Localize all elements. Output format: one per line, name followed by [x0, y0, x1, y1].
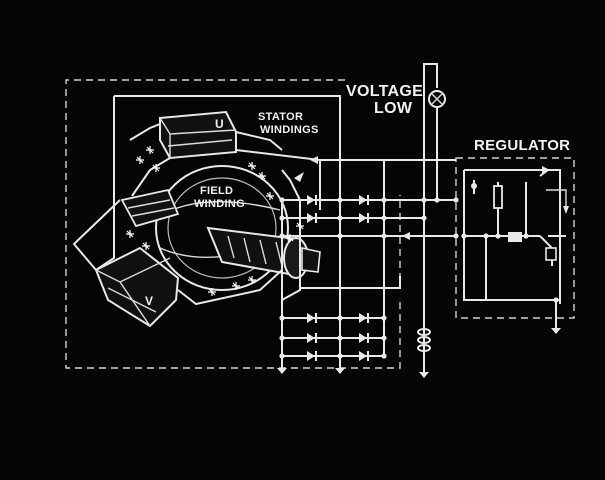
diode-icon [359, 333, 369, 343]
ground-icon [419, 362, 429, 378]
diode-icon [307, 333, 317, 343]
junction-dot [523, 233, 529, 239]
regulator-relay-coil [508, 232, 522, 242]
spark-glint [286, 234, 294, 242]
stator-coil-v [94, 246, 180, 328]
stator-coil-u [159, 110, 237, 160]
junction-dot [421, 197, 427, 203]
junction-dot [453, 233, 459, 239]
spark-glint [258, 172, 266, 180]
junction-dot [337, 233, 343, 239]
current-arrows [294, 156, 410, 240]
junction-dot [279, 215, 285, 221]
junction-dot [279, 233, 285, 239]
coil-u-label: U [215, 117, 224, 131]
field-winding-label-line2: WINDING [194, 198, 245, 210]
junction-dot [381, 233, 387, 239]
regulator-resistor [493, 185, 503, 209]
low-label: LOW [374, 100, 413, 117]
spark-glint [248, 162, 256, 170]
junction-dot [495, 233, 501, 239]
diode-icon [359, 351, 369, 361]
junction-dot [337, 215, 343, 221]
junction-dot [483, 233, 489, 239]
stator-windings-label-line1: STATOR [258, 111, 304, 123]
junction-dot [461, 233, 467, 239]
alternator-enclosure [65, 79, 401, 369]
diode-icon [307, 213, 317, 223]
spark-glint [136, 156, 144, 164]
spark-glint [126, 230, 134, 238]
spark-glint [248, 276, 256, 284]
diodes [307, 195, 369, 361]
voltage-label: VOLTAGE [346, 83, 424, 100]
ground-icon [335, 358, 345, 374]
field-winding-label-line1: FIELD [200, 185, 234, 197]
junction-dot [553, 297, 559, 303]
spark-glint [142, 242, 150, 250]
regulator-enclosure [455, 157, 575, 319]
diode-icon [307, 313, 317, 323]
diode-icon [307, 195, 317, 205]
stator-windings-label-line2: WINDINGS [260, 124, 319, 136]
warning-lamp-circuit [423, 63, 446, 368]
junction-dot [337, 353, 343, 359]
spark-glint [232, 282, 240, 290]
junction-dots [279, 197, 559, 359]
junction-dot [337, 315, 343, 321]
warning-lamp-icon [428, 90, 446, 108]
junction-dot [337, 197, 343, 203]
spark-glint [208, 288, 216, 296]
junction-dot [381, 215, 387, 221]
junction-dot [381, 315, 387, 321]
spark-glint [296, 222, 304, 230]
spark-glint [152, 164, 160, 172]
diode-icon [307, 351, 317, 361]
ground-icon [277, 358, 287, 374]
spark-glint [266, 192, 274, 200]
spark-highlights [126, 146, 304, 296]
junction-dot [279, 197, 285, 203]
junction-dot [434, 197, 440, 203]
rotor-field-winding [120, 165, 321, 291]
junction-dot [381, 197, 387, 203]
diode-icon [359, 313, 369, 323]
rectifier-bridge [281, 159, 456, 358]
regulator-label: REGULATOR [474, 137, 571, 154]
diode-icon [359, 213, 369, 223]
junction-dot [453, 197, 459, 203]
junction-dot [279, 315, 285, 321]
junction-dot [381, 335, 387, 341]
junction-dot [337, 335, 343, 341]
suppression-capacitor [417, 328, 431, 352]
coil-v-label: V [145, 294, 154, 308]
junction-dot [381, 353, 387, 359]
junction-dot [421, 215, 427, 221]
junction-dot [279, 335, 285, 341]
regulator-contact [545, 247, 557, 261]
regulator-circuit [463, 166, 569, 326]
spark-glint [146, 146, 154, 154]
winding-wires [72, 95, 341, 306]
junction-dot [279, 353, 285, 359]
diode-icon [359, 195, 369, 205]
